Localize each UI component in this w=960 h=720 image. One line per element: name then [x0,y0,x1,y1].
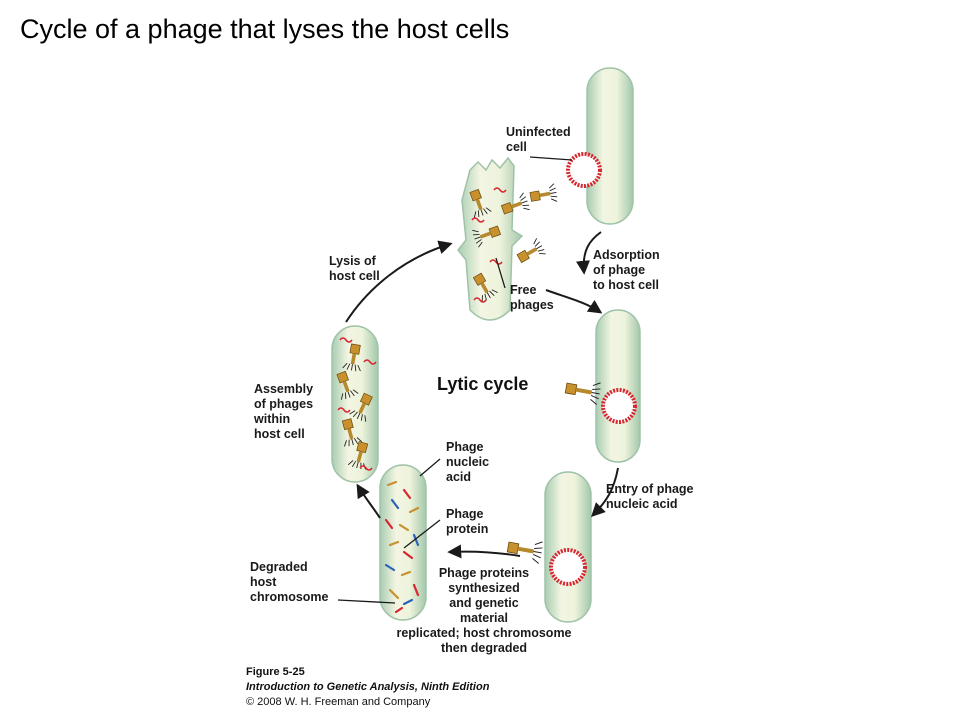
figure-caption: Figure 5-25 Introduction to Genetic Anal… [246,665,489,710]
phage-icon [514,237,547,267]
phage-icon [528,183,559,207]
arrow-synthesis [447,544,521,559]
label-uninfected-cell: Uninfected cell [506,125,571,154]
book-title: Introduction to Genetic Analysis, Ninth … [246,681,490,693]
label-lysis: Lysis of host cell [329,254,380,283]
label-adsorption: Adsorption of phage to host cell [593,248,660,292]
copyright: © 2008 W. H. Freeman and Company [246,696,431,708]
label-lytic-cycle: Lytic cycle [437,374,529,394]
label-synthesis: Phage proteins synthesized and genetic m… [396,566,572,655]
arrow-adsorption [576,231,602,275]
label-degraded-host-chromosome: Degraded host chromosome [250,560,329,604]
label-assembly: Assembly of phages within host cell [254,382,314,441]
cycle-arrows [345,231,619,559]
host-chromosome-icon [566,152,602,188]
phage-icon [506,541,543,564]
label-phage-nucleic-acid: Phage nucleic acid [446,440,490,484]
arrow-to-adsorbed [545,289,603,314]
cell-assembly [331,325,379,483]
cell-uninfected [566,67,634,225]
host-chromosome-icon [549,548,587,586]
arrow-entry [591,467,619,517]
cell-lysis [457,156,559,321]
arrow-lysis [345,240,453,323]
label-entry: Entry of phage nucleic acid [606,482,694,511]
host-chromosome-icon [601,388,637,424]
slide-title: Cycle of a phage that lyses the host cel… [20,14,510,44]
phage-icon [564,382,601,405]
cell-entry [506,471,592,623]
cell-adsorption [564,309,641,463]
cell-synthesis [379,464,427,621]
arrow-assembly [356,483,381,519]
label-phage-protein: Phage protein [446,507,489,536]
leader-lines [337,156,573,604]
label-free-phages: Free phages [510,283,554,312]
figure-number: Figure 5-25 [246,666,305,678]
